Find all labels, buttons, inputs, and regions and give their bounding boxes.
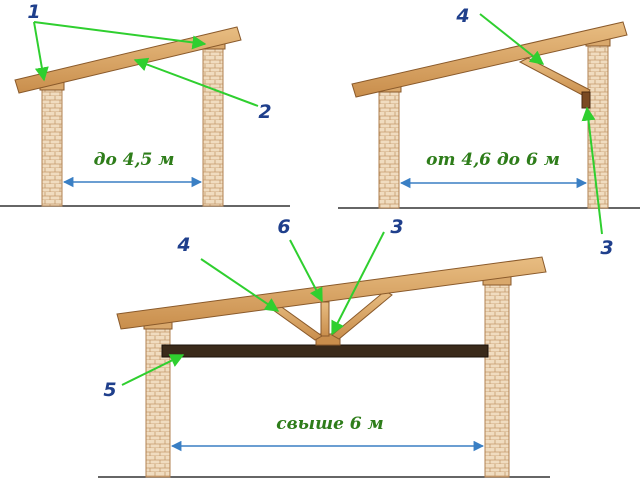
pointer-arrow: [581, 106, 603, 235]
rafter: [14, 26, 242, 94]
pointer-arrow: [331, 231, 385, 336]
brick-pillar: [484, 279, 510, 478]
king-post: [320, 301, 330, 337]
marker-number: 3: [390, 216, 403, 238]
beam: [161, 344, 489, 358]
marker-number: 4: [455, 5, 469, 27]
marker-number: 1: [27, 1, 40, 23]
marker-number: 4: [176, 234, 190, 256]
span-label: свыше 6 м: [276, 414, 383, 434]
pointer-arrow: [289, 239, 323, 303]
pointer-arrow: [33, 21, 207, 50]
rafter: [351, 21, 628, 98]
marker-number: 6: [277, 216, 290, 238]
brick-pillar: [587, 41, 609, 209]
span-label: до 4,5 м: [94, 150, 175, 170]
pointer-arrow: [121, 354, 185, 386]
marker-number: 2: [258, 101, 271, 123]
strut: [331, 290, 393, 340]
brick-pillar: [41, 84, 63, 207]
brick-pillar: [378, 87, 400, 209]
diagram-2: от 4,6 до 6 м 4 3: [338, 5, 640, 259]
brick-pillar: [202, 44, 224, 207]
rafter: [116, 256, 547, 330]
diagram-3: свыше 6 м 4 6 3 5: [98, 216, 550, 478]
marker-number: 3: [600, 237, 613, 259]
support-block: [581, 91, 591, 109]
diagram-1: до 4,5 м 1 2: [0, 1, 290, 207]
pointer-arrow: [133, 57, 259, 107]
pointer-arrow: [33, 21, 49, 82]
marker-number: 5: [103, 379, 116, 401]
pointer-arrow: [479, 13, 545, 65]
strut: [518, 57, 591, 98]
pointer-arrow: [200, 258, 280, 312]
span-label: от 4,6 до 6 м: [426, 150, 560, 170]
